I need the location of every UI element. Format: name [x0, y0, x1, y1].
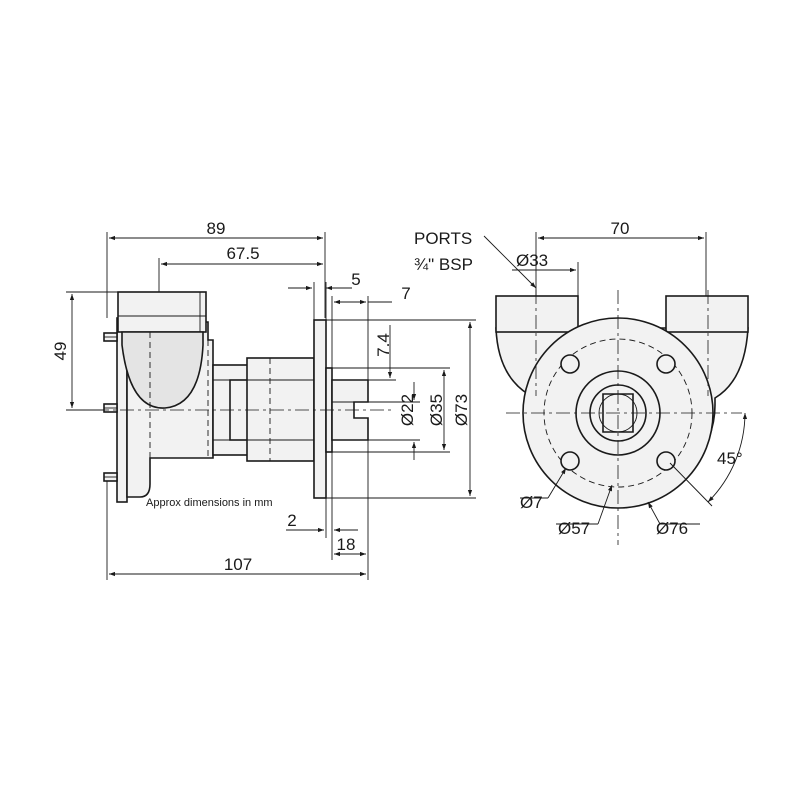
screw-bottom — [103, 472, 118, 482]
dim-7: 7 — [401, 284, 410, 303]
pcd-leader — [597, 484, 613, 525]
body-leader — [647, 501, 661, 525]
dim-body-diameter: Ø76 — [656, 519, 688, 538]
screw-middle — [103, 403, 118, 413]
approx-dimensions-note: Approx dimensions in mm — [146, 497, 273, 509]
dim-107: 107 — [224, 555, 252, 574]
bearing-housing — [246, 357, 315, 462]
dim-flange-diameter: Ø73 — [452, 394, 471, 426]
left-port — [495, 295, 579, 333]
ports-leader — [483, 235, 537, 289]
dim-67-5: 67.5 — [226, 244, 259, 263]
dim-2: 2 — [287, 511, 296, 530]
dim-89: 89 — [207, 219, 226, 238]
angle-arc — [707, 412, 748, 503]
dim-shaft-diameter: Ø22 — [398, 394, 417, 426]
ports-thread: ¾" BSP — [414, 255, 473, 274]
dim-70: 70 — [611, 219, 630, 238]
bolt-hole-leader — [547, 467, 567, 499]
dim-49: 49 — [51, 342, 70, 361]
dim-port-diameter: Ø33 — [516, 251, 548, 270]
dim-spigot-diameter: Ø35 — [427, 394, 446, 426]
end-view: 70 Ø33 PORTS ¾" BSP 45° Ø7 Ø57 Ø76 — [414, 219, 749, 545]
ports-label: PORTS — [414, 229, 472, 248]
side-view: Approx dimensions in mm 89 67.5 5 7 49 7… — [51, 219, 476, 580]
volute-curve — [121, 331, 204, 409]
dim-angle: 45° — [717, 449, 743, 468]
bolt-hole-bottom-left — [560, 451, 580, 471]
mounting-flange — [313, 319, 327, 499]
dim-5: 5 — [351, 270, 360, 289]
bolt-hole-bottom-right — [656, 451, 676, 471]
dim-7-4: 7.4 — [374, 333, 393, 357]
dim-bolt-hole: Ø7 — [520, 493, 543, 512]
port-elbow — [117, 291, 207, 333]
screw-top — [103, 332, 118, 342]
right-port — [665, 295, 749, 333]
bolt-hole-top-left — [560, 354, 580, 374]
bolt-hole-top-right — [656, 354, 676, 374]
dim-18: 18 — [337, 535, 356, 554]
dim-pcd: Ø57 — [558, 519, 590, 538]
